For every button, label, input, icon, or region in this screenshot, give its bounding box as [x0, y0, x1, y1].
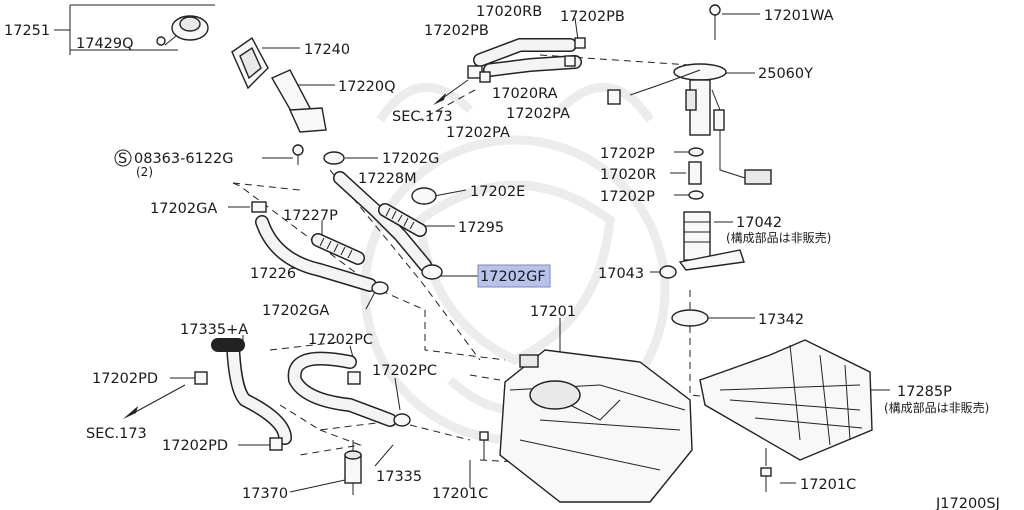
highlight-box — [477, 264, 551, 288]
clamp-17202p-a — [688, 147, 704, 157]
clamp-17202gf — [421, 264, 443, 280]
filler-gasket — [231, 36, 269, 90]
bolt-17201c-b — [760, 448, 772, 492]
label-17202pa-a: 17202PA — [506, 106, 570, 122]
label-17020rb: 17020RB — [476, 4, 542, 20]
leader-lines — [54, 4, 890, 493]
label-08363-qty: (2) — [136, 165, 153, 179]
vent-hose-17227p — [311, 233, 365, 265]
ring-17043 — [659, 265, 677, 279]
label-17202gf: 17202GF — [480, 269, 546, 285]
part-labels: 17251 17429Q 17240 17220Q S 08363-6122G … — [4, 4, 1000, 510]
hose-17226 — [255, 215, 377, 292]
fuel-pump-assembly — [607, 4, 772, 185]
label-17285p: 17285P — [897, 384, 952, 400]
label-17020r: 17020R — [600, 167, 656, 183]
label-17202pc-a: 17202PC — [308, 332, 373, 348]
label-17202e: 17202E — [470, 184, 525, 200]
label-17240: 17240 — [304, 42, 350, 58]
label-17042: 17042 — [736, 215, 782, 231]
label-17202pb-b: 17202PB — [424, 23, 489, 39]
label-17043: 17043 — [598, 266, 644, 282]
clamp-17202pc-a — [347, 371, 361, 385]
label-17342: 17342 — [758, 312, 804, 328]
clamp-17202ga-bottom — [371, 281, 389, 295]
arrow-sec173-bottom — [123, 384, 186, 419]
label-17020ra: 17020RA — [492, 86, 558, 102]
label-17202ga-bottom: 17202GA — [262, 303, 329, 319]
clamp-17202pd-b — [269, 437, 283, 451]
label-17220q: 17220Q — [338, 79, 396, 95]
label-17202p-b: 17202P — [600, 189, 655, 205]
label-17202pa-b: 17202PA — [446, 125, 510, 141]
label-17335: 17335 — [376, 469, 422, 485]
label-17202ga-top: 17202GA — [150, 201, 217, 217]
clamp-17202ga-top — [251, 201, 267, 213]
label-08363: 08363-6122G — [134, 151, 234, 167]
label-17226: 17226 — [250, 266, 296, 282]
breather-hoses — [467, 37, 586, 83]
label-17370: 17370 — [242, 486, 288, 502]
label-17202pd-b: 17202PD — [162, 438, 228, 454]
clamp-17202p-b — [688, 190, 704, 200]
label-17228m: 17228M — [358, 171, 417, 187]
label-sec173-bottom: SEC.173 — [86, 426, 147, 442]
filler-cap — [156, 15, 209, 46]
screw — [292, 144, 304, 165]
clamp-17202pd-a — [194, 371, 208, 385]
label-17227p: 17227P — [283, 208, 338, 224]
label-17202g: 17202G — [382, 151, 439, 167]
hose-17335a — [211, 338, 292, 445]
label-17429q: 17429Q — [76, 36, 134, 52]
label-17201c-b: 17201C — [800, 477, 856, 493]
label-17202pc-b: 17202PC — [372, 363, 437, 379]
arrow-sec173-top — [433, 79, 469, 105]
label-17201c-a: 17201C — [432, 486, 488, 502]
label-17251: 17251 — [4, 23, 50, 39]
clamp-17202pc-b — [393, 413, 411, 427]
label-sec173-top: SEC.173 — [392, 109, 453, 125]
bolt-17201c-a — [479, 431, 489, 460]
filler-tube — [271, 69, 327, 133]
label-17335a: 17335+A — [180, 322, 248, 338]
label-17285p-note: (構成部品は非販売) — [884, 400, 989, 415]
label-17295: 17295 — [458, 220, 504, 236]
fuel-filter-17042 — [678, 211, 745, 271]
label-25060y: 25060Y — [758, 66, 813, 82]
heat-shield — [699, 339, 873, 461]
label-17042-note: (構成部品は非販売) — [726, 230, 831, 245]
label-17201: 17201 — [530, 304, 576, 320]
label-17202pb-a: 17202PB — [560, 9, 625, 25]
hose-17295 — [378, 203, 427, 237]
hose-17335 — [287, 351, 397, 427]
screw-symbol: S — [118, 151, 127, 167]
gasket-17342 — [671, 309, 709, 327]
label-17201wa: 17201WA — [764, 8, 834, 24]
hose-17020r — [688, 161, 702, 185]
canister-filter — [344, 440, 362, 495]
label-17202p-a: 17202P — [600, 146, 655, 162]
clamp-17202e — [411, 187, 437, 205]
label-17202pd-a: 17202PD — [92, 371, 158, 387]
screw-symbol-circle — [114, 149, 132, 167]
fuel-tank — [499, 349, 693, 503]
filler-hose — [333, 171, 432, 272]
clamp-17202g — [323, 151, 345, 165]
reference-code: J17200SJ — [935, 496, 1000, 510]
